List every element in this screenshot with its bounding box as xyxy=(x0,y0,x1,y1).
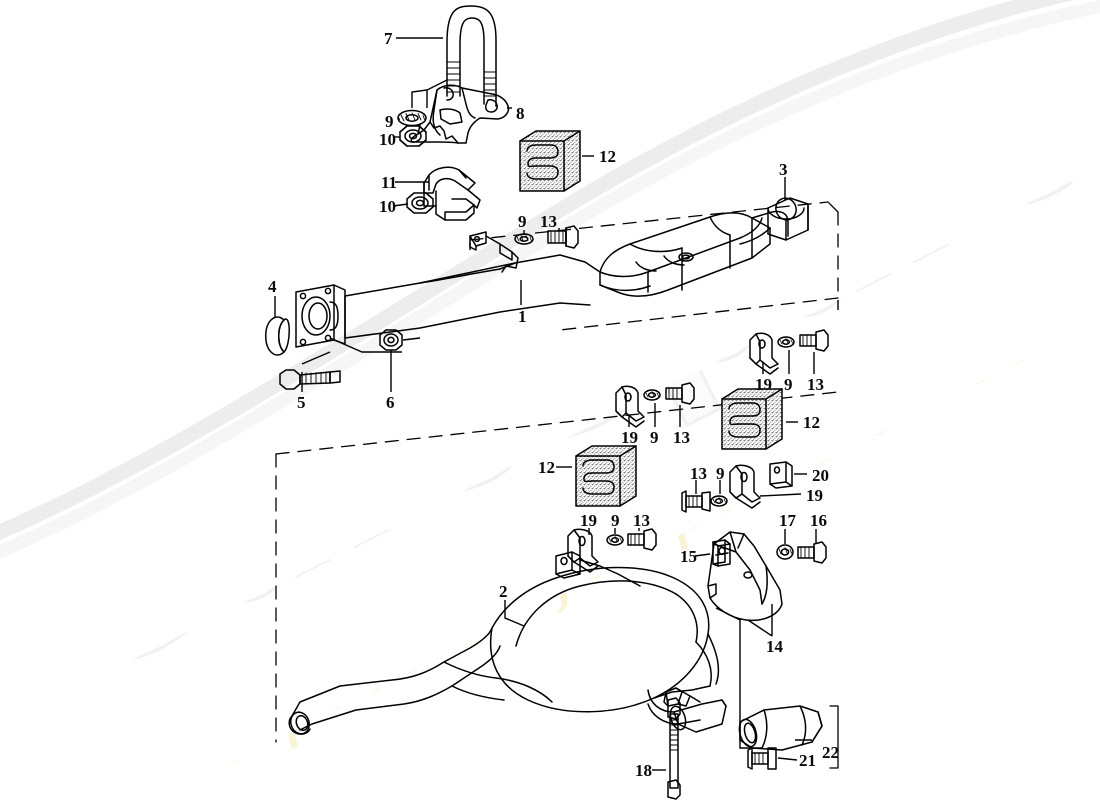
part-retaining-clip-19a xyxy=(749,332,779,375)
part-lock-washer-9e xyxy=(710,495,728,507)
callout-9f: 9 xyxy=(611,511,620,530)
leader-lines xyxy=(274,37,839,771)
callout-10b: 10 xyxy=(379,197,396,216)
part-tab-bracket-20 xyxy=(769,461,793,489)
part-u-bolt xyxy=(446,5,497,107)
callout-9e: 9 xyxy=(716,464,725,483)
callout-20: 20 xyxy=(812,466,829,485)
part-hex-nut-6 xyxy=(379,329,403,351)
callout-9a: 9 xyxy=(385,112,394,131)
part-hex-bolt-13a xyxy=(547,225,579,249)
callout-16: 16 xyxy=(810,511,827,530)
part-gasket-ring xyxy=(265,316,290,356)
callout-4: 4 xyxy=(268,277,277,296)
part-lock-washer-9a xyxy=(397,109,427,127)
part-hex-bolt-13b xyxy=(799,329,829,352)
callout-9b: 9 xyxy=(518,212,527,231)
part-long-hex-bolt-18 xyxy=(667,697,681,800)
callout-9d: 9 xyxy=(650,428,659,447)
part-hex-bolt-5 xyxy=(279,369,341,390)
part-rubber-mount-12b xyxy=(721,388,783,450)
callout-6: 6 xyxy=(386,393,395,412)
part-pipe-sleeve xyxy=(767,197,809,241)
callout-12c: 12 xyxy=(538,458,555,477)
part-front-exhaust-pipe xyxy=(295,210,789,348)
part-hex-bolt-13d xyxy=(681,490,711,513)
part-rubber-mount-12a xyxy=(519,130,581,192)
callout-5: 5 xyxy=(297,393,306,412)
callout-13a: 13 xyxy=(540,212,557,231)
callout-11: 11 xyxy=(381,173,398,192)
callout-13e: 13 xyxy=(633,511,650,530)
callout-12a: 12 xyxy=(599,147,616,166)
callout-9c: 9 xyxy=(784,375,793,394)
callout-19b: 19 xyxy=(621,428,638,447)
part-rear-muffler xyxy=(288,551,720,735)
callout-21: 21 xyxy=(799,751,816,770)
part-lock-washer-9c xyxy=(777,336,795,348)
part-lock-washer-9d xyxy=(643,389,661,401)
callout-17: 17 xyxy=(779,511,796,530)
callout-19c: 19 xyxy=(806,486,823,505)
part-rubber-mount-12c xyxy=(575,445,637,507)
callout-22: 22 xyxy=(822,743,839,762)
part-lock-washer-9b xyxy=(514,233,534,245)
callout-13c: 13 xyxy=(673,428,690,447)
callout-2: 2 xyxy=(499,582,508,601)
callout-19d: 19 xyxy=(580,511,597,530)
callout-19a: 19 xyxy=(755,375,772,394)
part-hex-nut-10a xyxy=(399,125,427,147)
callout-18: 18 xyxy=(635,761,652,780)
callout-8: 8 xyxy=(516,104,525,123)
callout-15: 15 xyxy=(680,547,697,566)
part-hex-bolt-16 xyxy=(797,541,827,564)
part-hex-bolt-13e xyxy=(627,528,657,551)
callout-12b: 12 xyxy=(803,413,820,432)
part-tail-pipe-trim-22 xyxy=(738,705,823,751)
part-hanger-bracket xyxy=(410,84,510,144)
part-lock-washer-17 xyxy=(776,544,794,560)
callout-10a: 10 xyxy=(379,130,396,149)
part-clamp-bracket xyxy=(423,166,481,221)
callout-1: 1 xyxy=(518,307,527,326)
callout-7: 7 xyxy=(384,29,393,48)
part-heat-shield-14 xyxy=(707,531,783,622)
part-retaining-clip-19c xyxy=(729,464,761,509)
part-lock-washer-9f xyxy=(606,534,624,546)
assembly-group-box-tailpipe xyxy=(829,705,839,769)
watermark-swoosh xyxy=(0,0,1074,540)
callout-3: 3 xyxy=(779,160,788,179)
assembly-group-box-upper xyxy=(469,201,839,331)
part-hex-nut-10b xyxy=(406,192,434,214)
callout-13b: 13 xyxy=(807,375,824,394)
part-muffler-outlet xyxy=(647,685,727,733)
callout-13d: 13 xyxy=(690,464,707,483)
part-hex-bolt-21 xyxy=(747,747,777,770)
part-hex-bolt-13c xyxy=(665,382,695,405)
callout-14: 14 xyxy=(766,637,783,656)
part-retaining-clip-19b xyxy=(615,385,645,428)
